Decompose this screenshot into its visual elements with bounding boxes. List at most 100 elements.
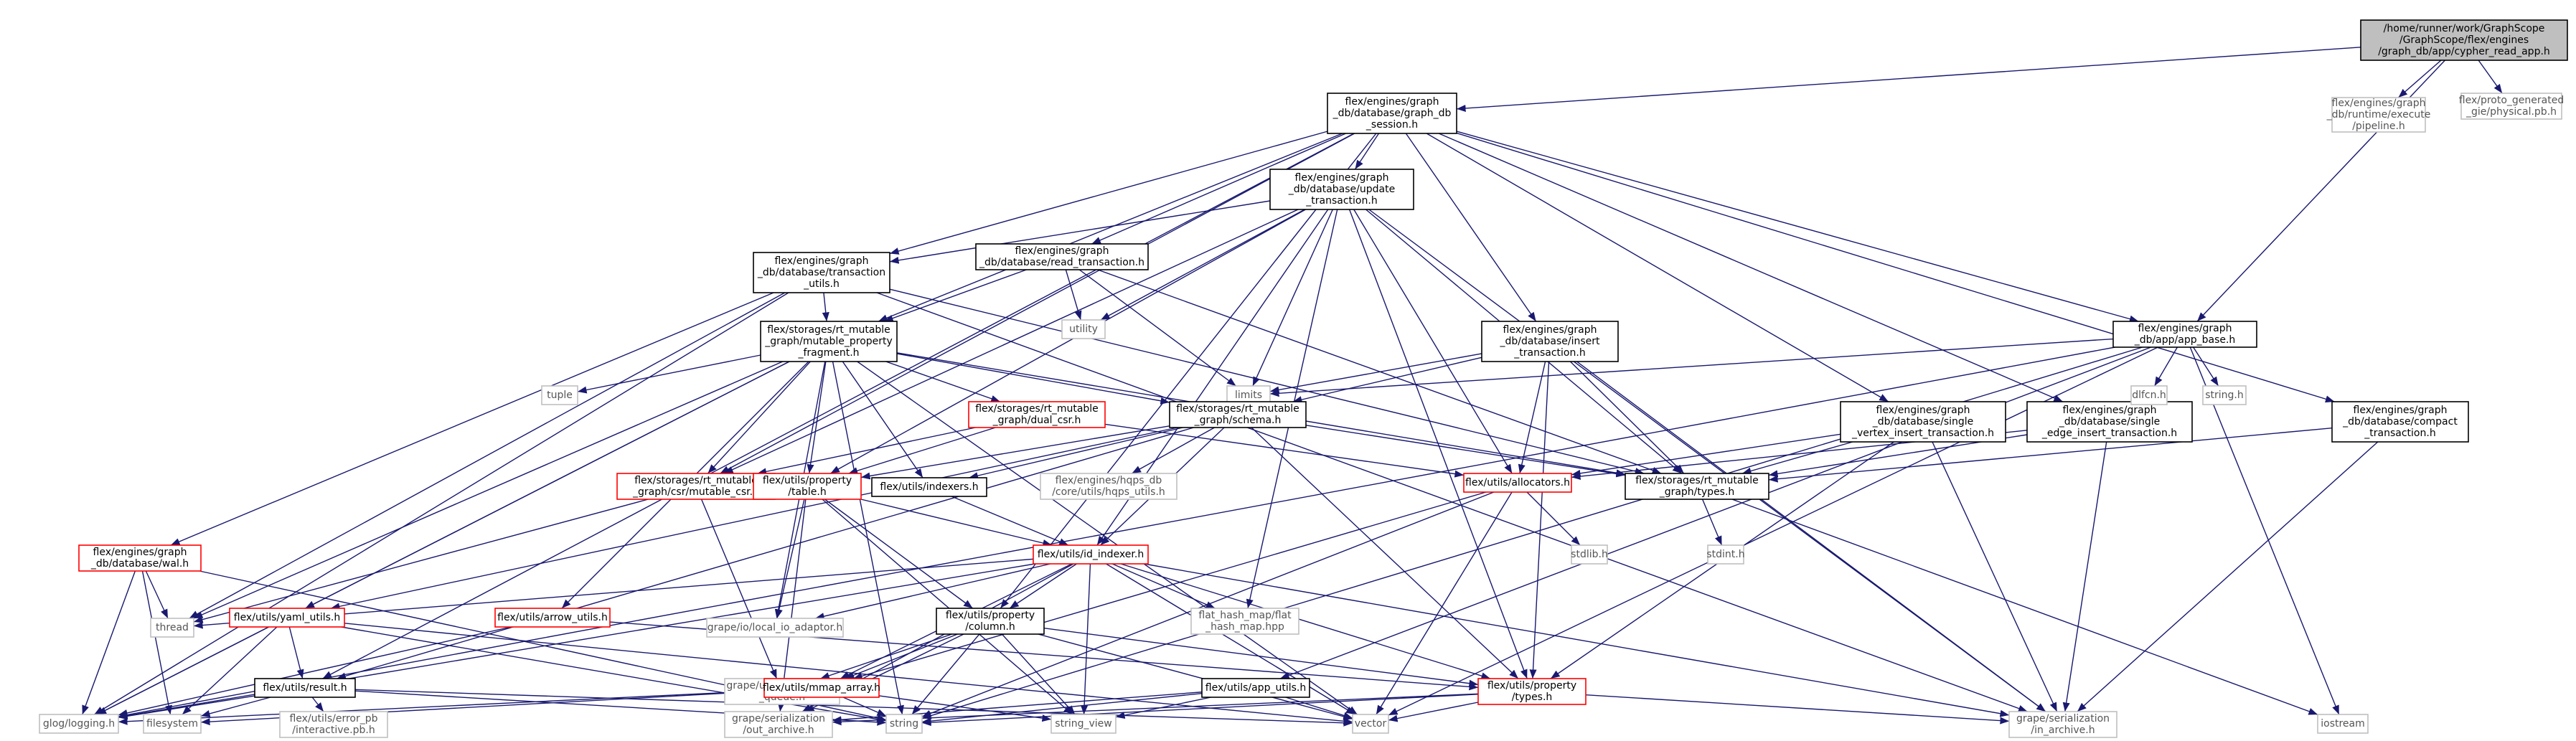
node-label-line: /interactive.pb.h (292, 725, 375, 736)
node-mpf[interactable]: flex/storages/rt_mutable_graph/mutable_p… (760, 321, 898, 362)
node-label-line: string.h (2205, 390, 2244, 401)
node-mmap-array[interactable]: flex/utils/mmap_array.h (763, 678, 880, 698)
node-column[interactable]: flex/utils/property/column.h (936, 608, 1045, 635)
edge-prop_types-to-out_archive (832, 693, 1479, 726)
node-rt-types[interactable]: flex/storages/rt_mutable_graph/types.h (1625, 473, 1769, 500)
edge-schema-to-rt_types (1305, 425, 1626, 478)
node-yaml-utils[interactable]: flex/utils/yaml_utils.h (229, 608, 345, 628)
edge-mmap_array-to-string (842, 697, 887, 717)
edge-line (1251, 427, 1519, 679)
node-txn-utils[interactable]: flex/engines/graph_db/database/transacti… (753, 252, 890, 293)
node-label-line: flex/utils/indexers.h (880, 481, 978, 493)
node-label-line: flex/engines/graph (1015, 245, 1109, 257)
node-box (2460, 93, 2562, 120)
edge-dual_csr-to-mutable_csr (757, 427, 976, 476)
edge-line (814, 563, 1051, 620)
node-box (871, 477, 987, 497)
node-indexers[interactable]: flex/utils/indexers.h (871, 477, 987, 497)
node-pipeline: flex/engines/graph_db/runtime/execute/pi… (2326, 97, 2430, 133)
node-label-line: utility (1069, 324, 1098, 335)
node-schema[interactable]: flex/storages/rt_mutable_graph/schema.h (1169, 401, 1307, 428)
edge-line (94, 292, 789, 715)
node-label-line: /home/runner/work/GraphScope (2384, 23, 2545, 34)
node-box (541, 385, 578, 405)
edge-txn_utils-to-rt_types (889, 288, 1645, 475)
node-label-line: flex/utils/allocators.h (1465, 477, 1570, 489)
node-sei-txn[interactable]: flex/engines/graph_db/database/single_ed… (2026, 401, 2193, 443)
node-id-indexer[interactable]: flex/utils/id_indexer.h (1033, 544, 1149, 565)
node-app-base[interactable]: flex/engines/graph_db/app/app_base.h (2112, 321, 2257, 348)
edge-svi_txn-to-allocators (1571, 433, 1841, 477)
node-label-line: _db/database/read_transaction.h (979, 257, 1144, 268)
edge-line (118, 346, 2115, 719)
node-label-line: thread (156, 622, 189, 633)
node-box (616, 473, 776, 500)
node-label-line: _transaction.h (2364, 428, 2435, 439)
node-box (936, 608, 1045, 635)
node-table[interactable]: flex/utils/property/table.h (753, 473, 862, 500)
node-box (885, 714, 923, 734)
edge-allocators-to-mmap_array (852, 491, 1487, 680)
edge-arrow_utils-to-glog (118, 626, 512, 717)
node-box (2331, 97, 2426, 133)
edge-schema-to-yaml_utils (330, 427, 1177, 610)
node-box (1571, 544, 1608, 565)
node-box (1269, 169, 1414, 210)
node-dual-csr[interactable]: flex/storages/rt_mutable_graph/dual_csr.… (968, 401, 1106, 428)
edge-app_base-to-iostream (2189, 346, 2340, 715)
node-read-txn[interactable]: flex/engines/graph_db/database/read_tran… (975, 243, 1149, 270)
edge-line (842, 697, 887, 717)
node-update-txn[interactable]: flex/engines/graph_db/database/update_tr… (1269, 169, 1414, 210)
edge-mpf-to-mutable_csr (707, 361, 811, 474)
edge-table-to-out_archive (777, 499, 807, 712)
edge-update_txn-to-utility (1100, 209, 1305, 321)
edge-line (1576, 361, 2046, 712)
edge-line (1078, 269, 1236, 387)
node-allocators[interactable]: flex/utils/allocators.h (1463, 473, 1572, 493)
edge-line (1111, 563, 1216, 609)
edge-line (848, 427, 996, 475)
edge-line (1279, 346, 2151, 679)
node-app-utils[interactable]: flex/utils/app_utils.h (1201, 678, 1310, 698)
node-box (1327, 93, 1457, 134)
edge-line (189, 292, 786, 619)
edge-id_indexer-to-string_view (1081, 563, 1091, 715)
edge-line (1305, 425, 1626, 478)
node-mutable-csr[interactable]: flex/storages/rt_mutable_graph/csr/mutab… (616, 473, 776, 500)
edge-line (322, 133, 1355, 679)
node-arrow-utils[interactable]: flex/utils/arrow_utils.h (494, 608, 611, 628)
edge-line (1456, 47, 2361, 113)
edge-line (889, 288, 1645, 475)
edge-prop_types-to-in_archive (1585, 694, 2010, 725)
node-vector: vector (1352, 714, 1389, 734)
node-label-line: flex/storages/rt_mutable (1176, 403, 1299, 415)
node-svi-txn[interactable]: flex/engines/graph_db/database/single_ve… (1840, 401, 2006, 443)
node-label-line: stdint.h (1706, 549, 1744, 560)
edge-result-to-error_pb (311, 697, 324, 712)
edge-line (700, 499, 778, 679)
edge-update_txn-to-limits (1252, 209, 1333, 387)
edge-line (969, 427, 1183, 480)
node-box (1033, 544, 1149, 565)
node-insert-txn[interactable]: flex/engines/graph_db/database/insert_tr… (1481, 321, 1619, 362)
node-label-line: _graph/csr/mutable_csr.h (632, 486, 759, 498)
edge-line (1405, 133, 1537, 322)
node-wal[interactable]: flex/engines/graph_db/database/wal.h (78, 544, 202, 572)
node-box (279, 711, 388, 738)
edge-line (860, 499, 1053, 547)
node-result[interactable]: flex/utils/result.h (254, 678, 356, 698)
edge-id_indexer-to-vector (1106, 563, 1355, 715)
node-prop-types[interactable]: flex/utils/property/types.h (1477, 678, 1587, 705)
edge-app_utils-to-string (921, 692, 1203, 725)
node-root[interactable]: /home/runner/work/GraphScope/GraphScope/… (2360, 19, 2568, 61)
edge-insert_txn-to-in_archive (1576, 361, 2046, 712)
node-compact-txn[interactable]: flex/engines/graph_db/database/compact_t… (2331, 401, 2469, 443)
edge-txn_utils-to-wal (170, 292, 774, 546)
edge-graph_db_session-to-txn_utils (889, 131, 1328, 255)
edge-line (193, 361, 784, 619)
node-label-line: grape/serialization (732, 713, 825, 725)
node-graph-db-session[interactable]: flex/engines/graph_db/database/graph_db_… (1327, 93, 1457, 134)
edge-line (896, 353, 1170, 405)
node-box (1707, 544, 1744, 565)
edge-line (118, 626, 512, 717)
